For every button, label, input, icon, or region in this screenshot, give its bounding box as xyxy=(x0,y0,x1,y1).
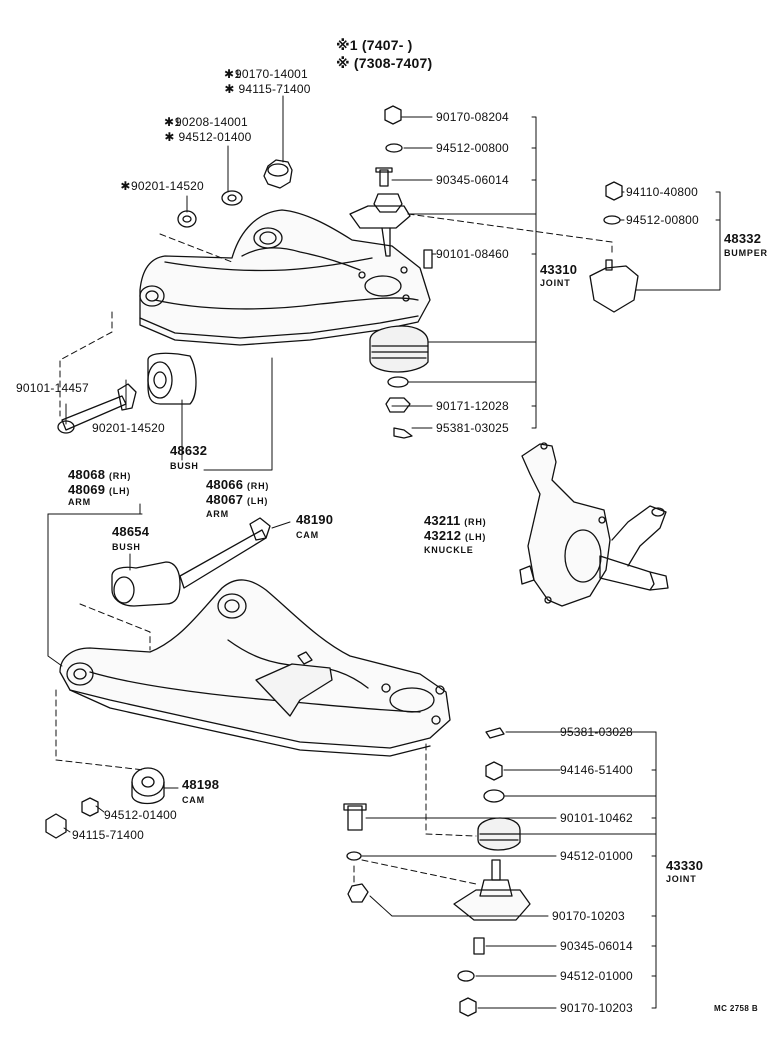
cam-number: 48190 xyxy=(296,512,334,527)
part-label: 90345-06014 xyxy=(436,173,509,187)
upper-arm-drawing xyxy=(139,209,431,346)
lower-bush-number: 48654 xyxy=(112,524,150,539)
legend-line-1: ※1 (7407- ) xyxy=(336,38,413,53)
part-label: ✱190208-14001 xyxy=(164,115,248,129)
lower-joint-number: 43330 xyxy=(666,858,704,873)
part-label: ✱190170-14001 xyxy=(224,67,308,81)
part-label: 90170-10203 xyxy=(552,909,625,923)
part-label: 94512-00800 xyxy=(436,141,509,155)
part-label: 94146-51400 xyxy=(560,763,633,777)
upper-ball-joint xyxy=(349,105,433,439)
part-label: 90170-10203 xyxy=(560,1001,633,1015)
legend-line-2: ※ (7308-7407) xyxy=(336,56,432,71)
part-label: 90101-14457 xyxy=(16,381,89,395)
cam-name: CAM xyxy=(296,530,319,540)
lower-bush-name: BUSH xyxy=(112,542,141,552)
knuckle-number-lh: 43212 (LH) xyxy=(424,528,487,543)
part-label: 90101-10462 xyxy=(560,811,633,825)
bumper-drawing xyxy=(589,181,639,313)
lower-arm-hardware xyxy=(45,517,271,839)
part-label: 90170-08204 xyxy=(436,110,509,124)
part-label: 90101-08460 xyxy=(436,247,509,261)
cam2-number: 48198 xyxy=(182,777,220,792)
arm-number-lh: 48067 (LH) xyxy=(206,492,269,507)
part-label: 90345-06014 xyxy=(560,939,633,953)
bumper-number: 48332 xyxy=(724,231,762,246)
joint-name: JOINT xyxy=(540,278,571,288)
legend-range-1: (7407- ) xyxy=(361,37,413,53)
part-label: 94115-71400 xyxy=(72,828,145,842)
legend-range-2: (7308-7407) xyxy=(353,55,433,71)
lower-arm-number-lh: 48069 (LH) xyxy=(68,482,131,497)
lower-arm-number-rh: 48068 (RH) xyxy=(68,467,132,482)
diagram-code: MC 2758 B xyxy=(714,1004,759,1013)
part-label: 95381-03025 xyxy=(436,421,509,435)
part-label: 94110-40800 xyxy=(626,185,699,199)
arm-number-rh: 48066 (RH) xyxy=(206,477,270,492)
part-label: 94512-01000 xyxy=(560,969,633,983)
part-label: ✱ 94115-71400 xyxy=(224,82,311,96)
part-label: ✱ 94512-01400 xyxy=(164,130,252,144)
knuckle-drawing xyxy=(519,442,669,607)
joint-number: 43310 xyxy=(540,262,578,277)
bush-name: BUSH xyxy=(170,461,199,471)
bush-number: 48632 xyxy=(170,443,208,458)
part-label: 90171-12028 xyxy=(436,399,509,413)
leader-lines xyxy=(47,95,721,1009)
part-label: 90201-14520 xyxy=(92,421,165,435)
arm-name: ARM xyxy=(206,509,229,519)
lower-arm-name: ARM xyxy=(68,497,91,507)
lower-ball-joint xyxy=(343,727,531,1017)
lower-joint-name: JOINT xyxy=(666,874,697,884)
legend-mark-1: ※1 xyxy=(336,37,358,53)
part-label: 94512-00800 xyxy=(626,213,699,227)
part-label: 94512-01400 xyxy=(104,808,177,822)
part-label: 95381-03028 xyxy=(560,725,633,739)
knuckle-number-rh: 43211 (RH) xyxy=(424,513,487,528)
dashed-guides xyxy=(55,213,613,885)
bumper-name: BUMPER xyxy=(724,248,768,258)
legend-mark-2: ※ xyxy=(336,55,350,71)
lower-arm-drawing xyxy=(59,579,451,757)
knuckle-name: KNUCKLE xyxy=(424,545,474,555)
part-label: ✱90201-14520 xyxy=(120,179,204,193)
cam2-name: CAM xyxy=(182,795,205,805)
part-label: 94512-01000 xyxy=(560,849,633,863)
